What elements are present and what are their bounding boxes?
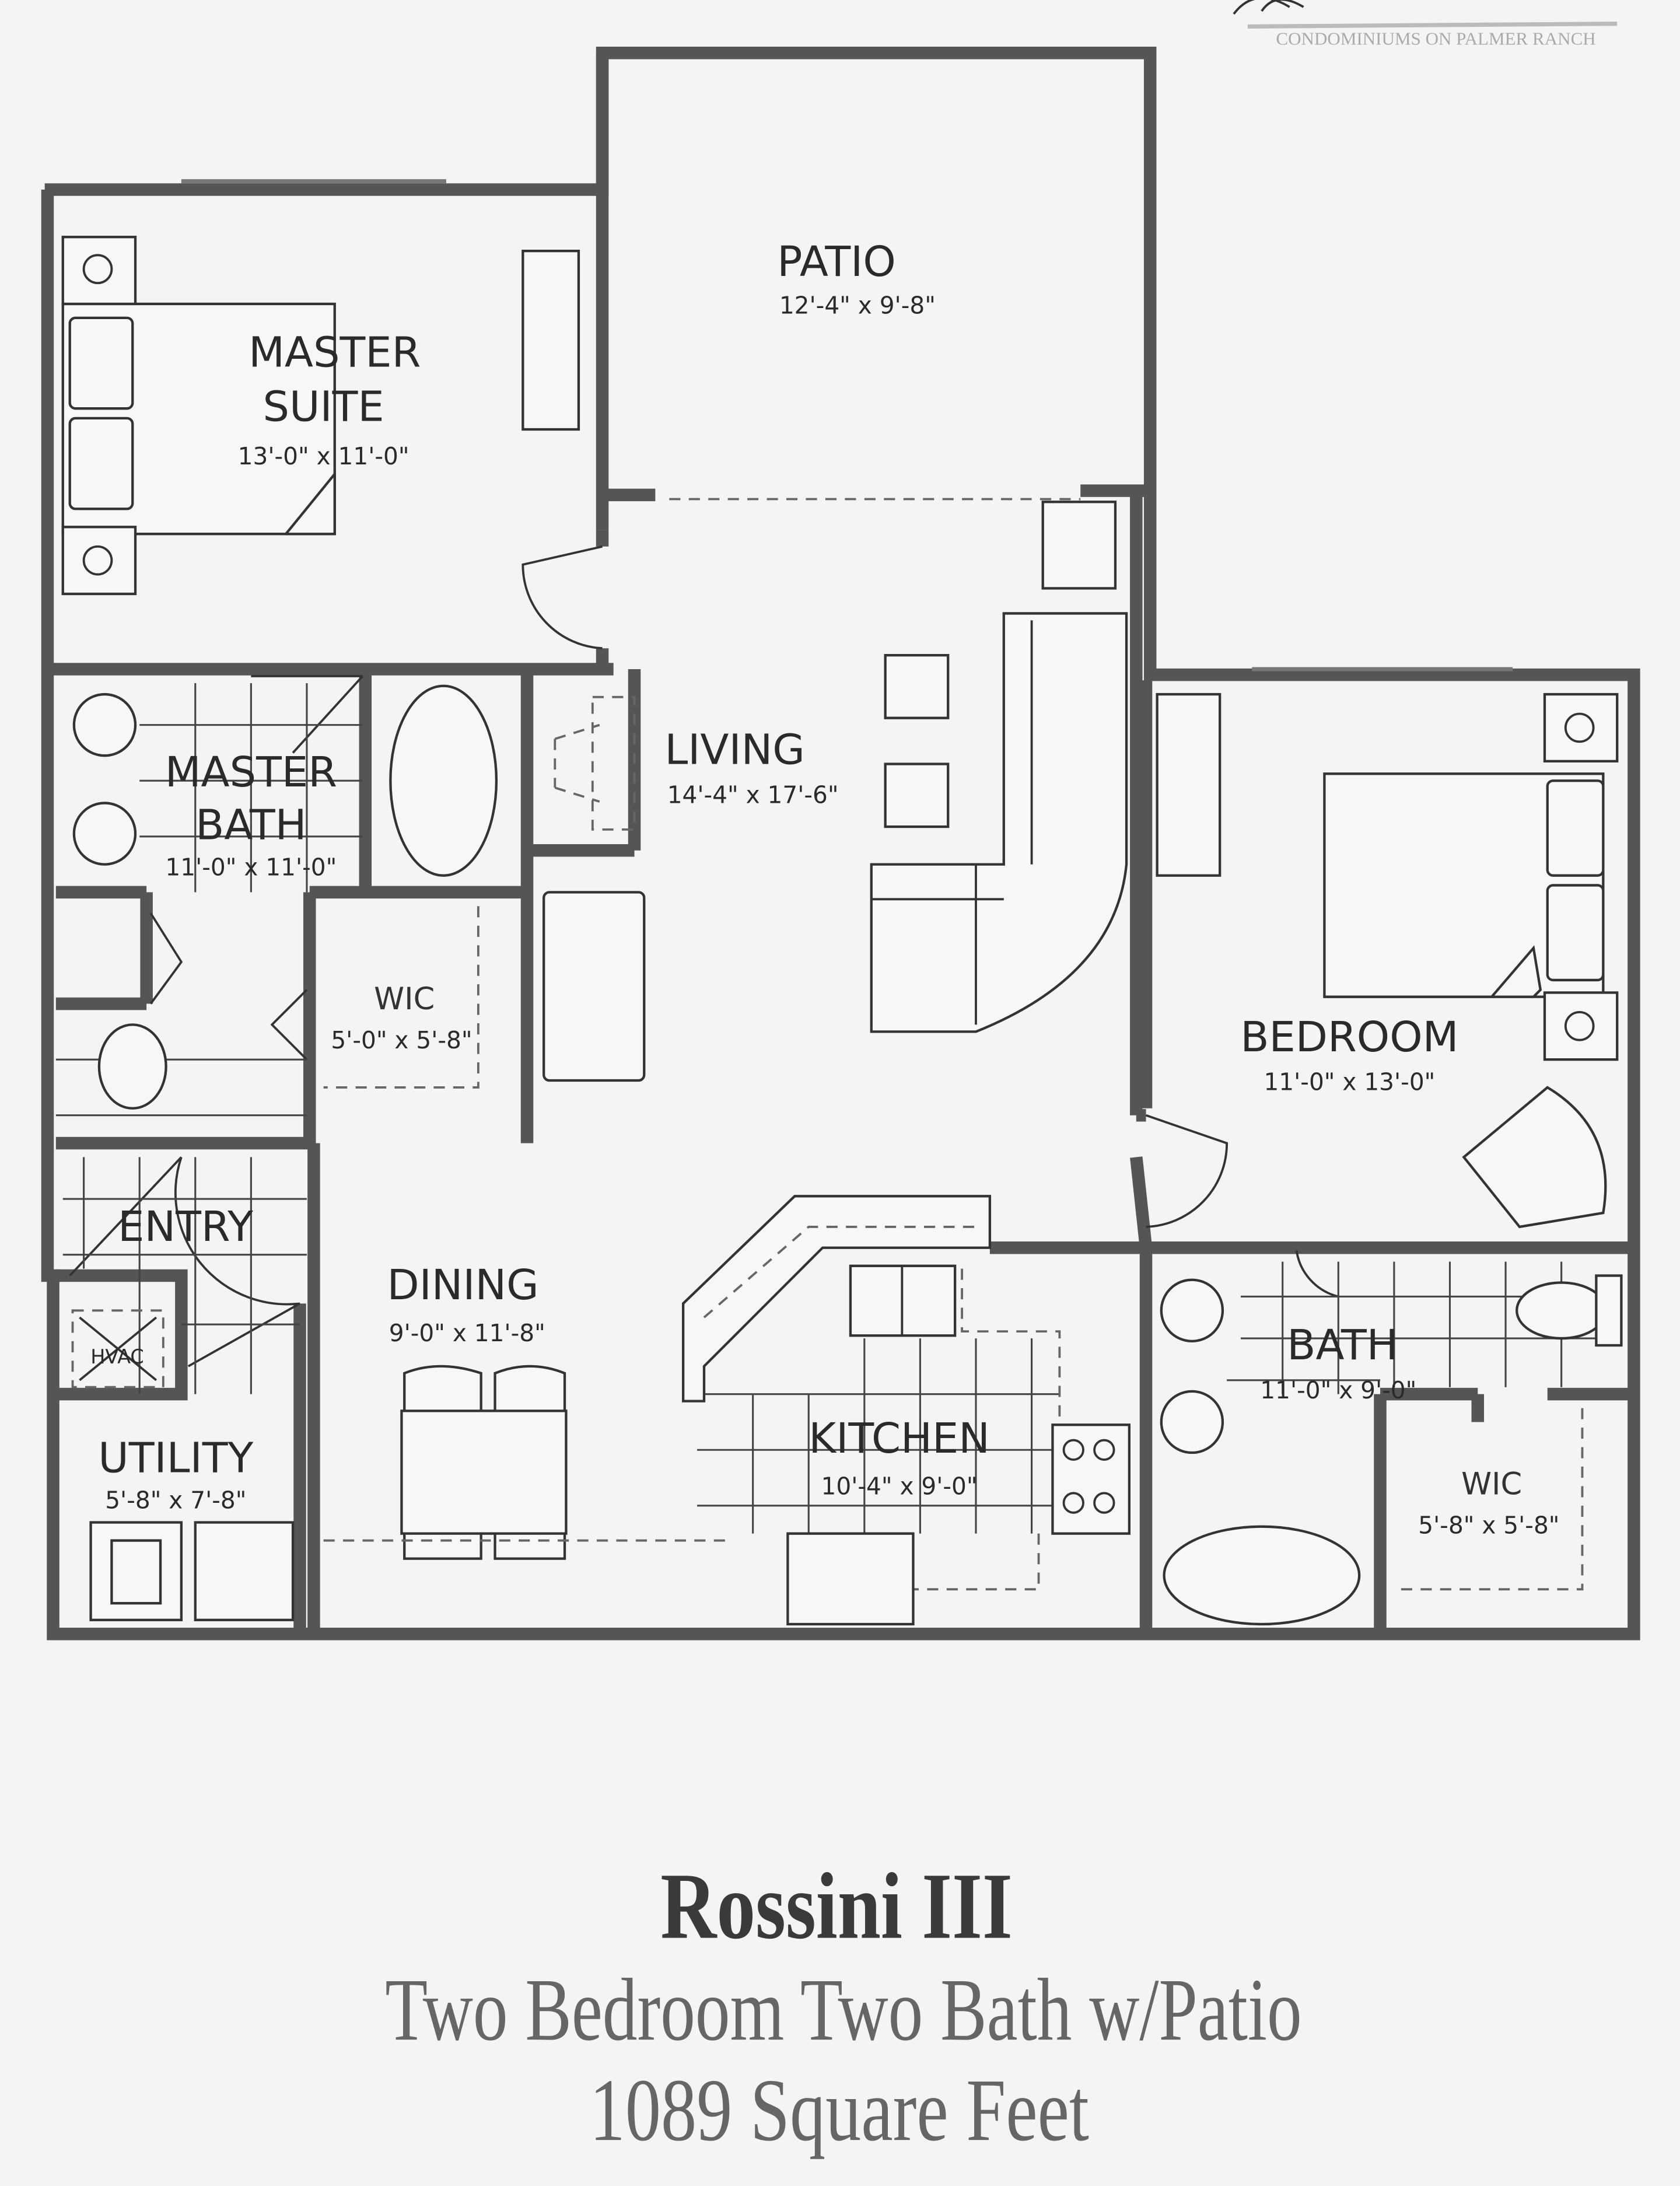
bath-dims: 11'-0" x 9'-0" bbox=[1260, 1376, 1416, 1404]
master-suite-label-2: SUITE bbox=[263, 382, 384, 431]
utility-label: UTILITY bbox=[98, 1433, 253, 1482]
logo: CONDOMINIUMS ON PALMER RANCH bbox=[1233, 0, 1618, 48]
plan-title-block: Rossini III Two Bedroom Two Bath w/Patio… bbox=[385, 1854, 1301, 2159]
walls bbox=[41, 47, 1640, 1641]
kitchen-dims: 10'-4" x 9'-0" bbox=[821, 1473, 978, 1501]
room-labels: PATIO 12'-4" x 9'-8" MASTER SUITE 13'-0"… bbox=[90, 237, 1559, 1539]
master-suite-dims: 13'-0" x 11'-0" bbox=[238, 442, 410, 470]
master-suite-label-1: MASTER bbox=[249, 327, 421, 376]
master-bath-label-2: BATH bbox=[195, 800, 306, 849]
fixtures bbox=[61, 236, 1623, 1626]
logo-subtitle: CONDOMINIUMS ON PALMER RANCH bbox=[1276, 28, 1595, 48]
patio-dims: 12'-4" x 9'-8" bbox=[779, 292, 936, 320]
bath-label: BATH bbox=[1287, 1320, 1398, 1369]
master-wic-dims: 5'-0" x 5'-8" bbox=[331, 1026, 472, 1054]
dining-label: DINING bbox=[387, 1260, 538, 1309]
bedroom-wic-label: WIC bbox=[1461, 1467, 1522, 1502]
master-bath-label-1: MASTER bbox=[165, 747, 337, 796]
plan-type: Two Bedroom Two Bath w/Patio bbox=[385, 1960, 1301, 2059]
plan-name: Rossini III bbox=[660, 1854, 1013, 1958]
living-label: LIVING bbox=[664, 725, 804, 774]
bedroom-dims: 11'-0" x 13'-0" bbox=[1264, 1068, 1435, 1096]
kitchen-label: KITCHEN bbox=[808, 1414, 990, 1463]
living-dims: 14'-4" x 17'-6" bbox=[667, 781, 839, 809]
master-wic-label: WIC bbox=[374, 981, 435, 1017]
bedroom-label: BEDROOM bbox=[1240, 1012, 1458, 1061]
entry-label: ENTRY bbox=[118, 1202, 253, 1251]
patio-label: PATIO bbox=[777, 237, 895, 286]
plan-area: 1089 Square Feet bbox=[590, 2061, 1089, 2159]
hvac-label: HVAC bbox=[90, 1345, 144, 1368]
tile-floors bbox=[55, 683, 1618, 1534]
dining-dims: 9'-0" x 11'-8" bbox=[389, 1319, 545, 1347]
bedroom-wic-dims: 5'-8" x 5'-8" bbox=[1418, 1512, 1559, 1540]
doors bbox=[69, 545, 1339, 1367]
master-bath-dims: 11'-0" x 11'-0" bbox=[165, 854, 337, 882]
utility-dims: 5'-8" x 7'-8" bbox=[105, 1487, 246, 1515]
